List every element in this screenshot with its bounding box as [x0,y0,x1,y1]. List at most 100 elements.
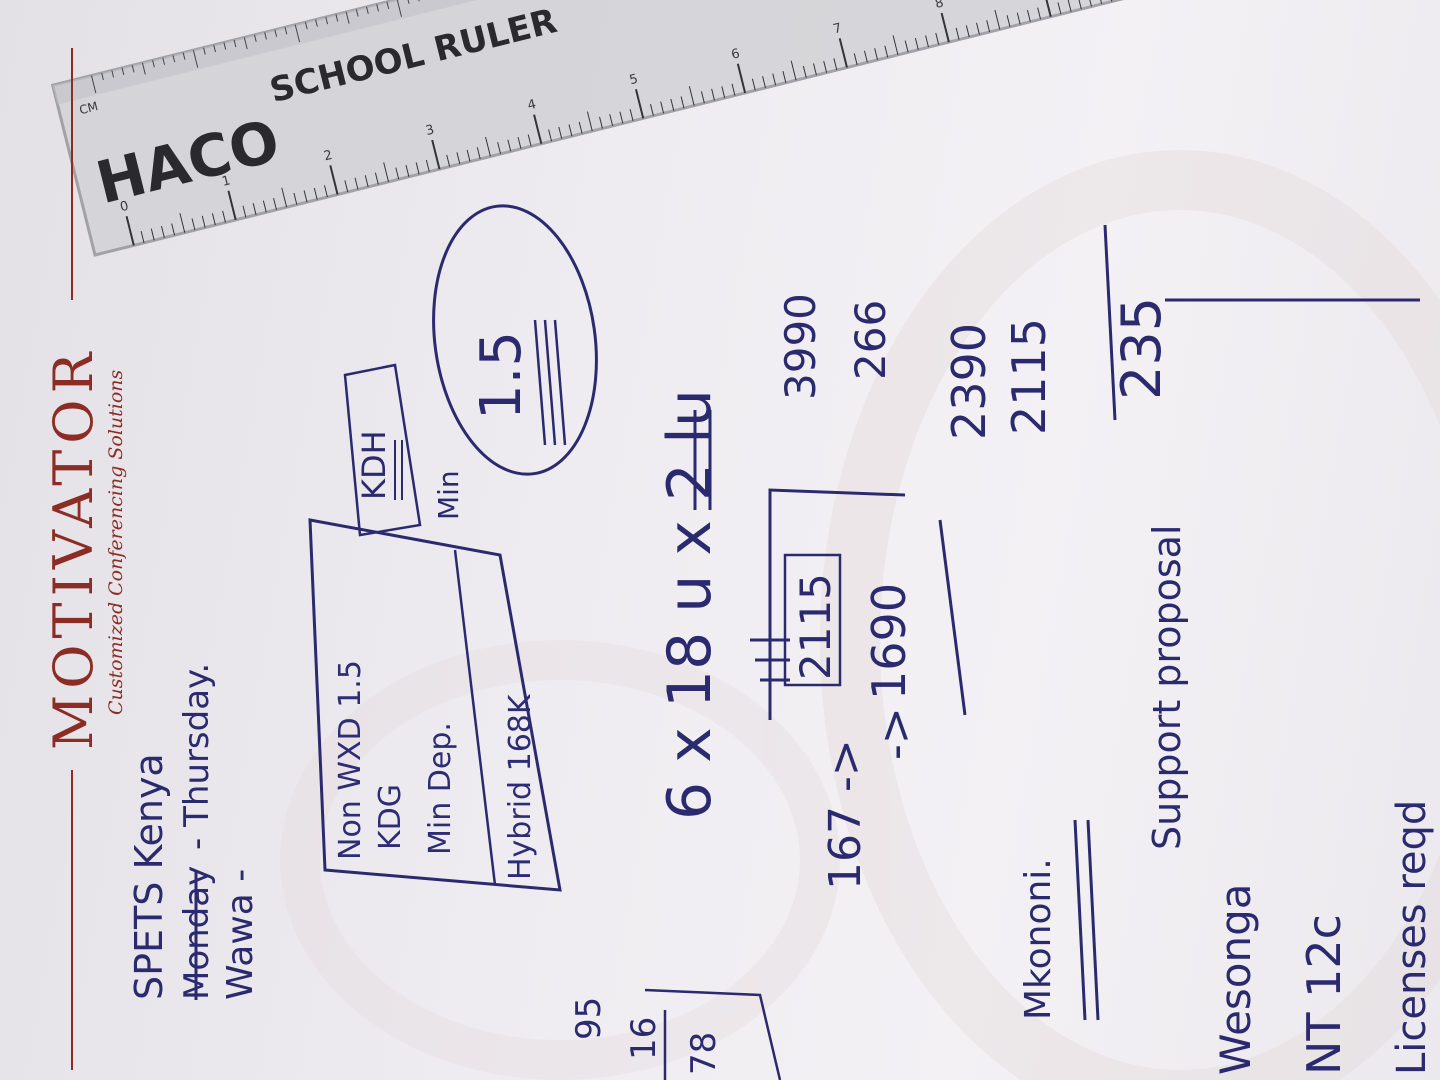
box-row-3: Min Dep. [423,722,458,855]
ruler-tick-top [172,55,176,63]
ruler-tick-top [325,16,329,25]
ruler-tick [201,215,206,228]
param-box: Non WXD 1.5 KDG Min Dep. Hybrid 168K [308,518,562,892]
ruler-tick [262,200,267,213]
ruler-tick-top [223,42,227,50]
ruler-tick [313,187,318,200]
calc-2115: 2115 [791,573,840,680]
ruler-tick [125,215,135,246]
note-line-3: Wawa - [220,869,261,1000]
ruler-tick [629,109,634,121]
ruler-tick [762,76,766,88]
ruler-tick-top [294,24,301,43]
ruler-tick [925,35,929,48]
ruler-tick [281,187,288,208]
num-2115: 2115 [1002,318,1056,435]
ruler-tick [150,228,155,241]
ruler-tick [252,203,257,215]
ruler-number: 7 [832,21,844,38]
ruler-tick [892,35,899,55]
ruler-tick [222,210,226,223]
ruler-tick [863,50,868,63]
ruler-tick [395,167,400,180]
ruler-tick-top [376,4,379,12]
watermark [280,150,1440,1080]
ruler-tick [354,177,359,190]
ruler-tick [568,124,573,137]
ruler-tick-top [406,0,410,4]
ruler-tick-top [141,62,146,75]
ruler-tick [802,65,807,78]
ruler-tick [1006,15,1011,27]
ruler-tick [242,205,247,218]
ruler-unit: CM [78,99,100,117]
ruler-tick [935,32,940,45]
letterhead: MOTIVATOR Customized Conferencing Soluti… [42,48,127,1070]
ruler-tick [1016,12,1021,25]
ruler-tick-top [254,34,257,42]
num-266: 266 [846,300,895,380]
ruler-tick [940,12,950,43]
note-support: Support proposal [1145,525,1189,850]
calc-167: 167 -> [820,739,871,890]
circle-value: 1.5 [469,331,534,420]
ruler-tick [466,149,471,162]
ruler-tick [599,116,603,129]
ruler-tick-top [131,65,135,73]
ruler-ticks: 0123456789101112 [90,0,1113,246]
ruler-tick [874,48,879,61]
ruler-tick [517,137,522,149]
ruler-tick [211,213,216,226]
ruler-tick [293,192,298,205]
ruler-tick [431,139,441,170]
ruler-tick [823,60,828,73]
ruler-tick-top [192,49,199,68]
ruler-tick [813,63,817,76]
note-licenses: Licenses reqd [1389,800,1435,1075]
ruler-tick-top [284,27,288,35]
ruler-tick [790,60,797,81]
ruler-tick [976,22,980,35]
box-row-1: Non WXD 1.5 [333,660,368,860]
ruler-tick [994,9,1001,30]
calc-1690: 1690 [862,583,916,700]
ruler-tick [955,27,960,40]
ruler-tick [660,101,665,114]
ruler-tick [456,152,461,165]
ruler-tick [329,165,339,195]
ruler-tick [586,111,593,132]
ruler-tick [986,20,991,33]
ruler: 0123456789101112 HACO SCHOOL RULER CM [50,0,1440,257]
ruler-tick [711,88,716,101]
ruler-tick-top [386,1,390,9]
ruler-tick [323,185,328,198]
ruler-tick [191,218,196,231]
box-row-2: KDG [373,784,408,850]
ruler-tick [634,88,645,119]
ruler-tick [578,121,583,134]
ruler-tick-top [417,0,420,2]
ruler-tick-top [182,52,186,60]
ruler-tick [838,38,848,68]
note-line-1: SPETS Kenya [127,753,171,1000]
ruler-tick [688,86,695,106]
letterhead-tagline: Customized Conferencing Solutions [105,369,127,715]
ruler-tick [1067,0,1072,12]
ruler-tick-top [233,39,237,48]
ruler-number: 8 [934,0,946,12]
ruler-tick-top [213,44,216,53]
ruler-tick [609,114,614,127]
ruler-tick-top [355,9,359,17]
multiply-line: 6 x 18 u x 2 lu [655,389,725,820]
ruler-tick [303,190,308,203]
ruler-tick [619,111,624,124]
ruler-tick [1096,0,1103,5]
ruler-tick-top [152,60,155,68]
ruler-tick [1088,0,1092,7]
ruler-tick [833,58,838,71]
ruler-tick [344,180,349,193]
kdh-box: KDH [343,363,422,537]
ruler-tick [425,159,430,172]
ruler-tick [527,134,532,147]
ruler-tick [558,126,563,139]
